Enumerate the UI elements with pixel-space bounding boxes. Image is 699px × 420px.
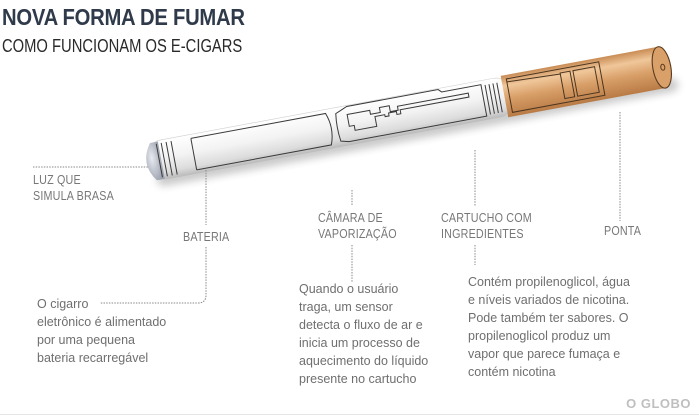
description-line: Quando o usuário bbox=[299, 282, 399, 296]
tip-hole-icon bbox=[660, 63, 666, 71]
label-tip: PONTA bbox=[604, 224, 642, 238]
description-line: aquecimento do líquido bbox=[299, 354, 429, 368]
credit-logo: O GLOBO bbox=[626, 396, 691, 411]
footer-divider bbox=[0, 414, 699, 415]
label-chamber-line1: CÂMARA DE bbox=[318, 211, 383, 225]
page-title: NOVA FORMA DE FUMAR bbox=[2, 4, 245, 30]
cartridge-filter bbox=[500, 46, 672, 118]
label-light-line2: SIMULA BRASA bbox=[33, 189, 114, 203]
cigarette-body bbox=[146, 77, 514, 181]
description-line: eletrônico é alimentado bbox=[37, 315, 167, 329]
page-subtitle: COMO FUNCIONAM OS E-CIGARS bbox=[2, 36, 243, 56]
description-line: propilenoglicol produz um bbox=[468, 329, 611, 343]
description-cartridge: Contém propilenoglicol, água e níveis va… bbox=[468, 273, 630, 381]
description-line: vapor que parece fumaça e bbox=[468, 347, 621, 361]
led-tip-icon bbox=[146, 141, 165, 181]
label-cartridge-line1: CARTUCHO COM bbox=[441, 211, 532, 225]
label-chamber-line2: VAPORIZAÇÃO bbox=[318, 227, 397, 241]
leader-lines bbox=[33, 112, 621, 304]
description-line: contém nicotina bbox=[468, 365, 556, 379]
description-line: bateria recarregável bbox=[37, 351, 149, 365]
label-battery: BATERIA bbox=[183, 230, 230, 244]
description-line: presente no cartucho bbox=[299, 372, 417, 386]
label-light-line1: LUZ QUE bbox=[33, 173, 81, 187]
description-line: O cigarro bbox=[37, 297, 89, 311]
description-line: inicia um processo de bbox=[299, 336, 420, 350]
description-line: traga, um sensor bbox=[299, 300, 393, 314]
description-battery: O cigarro eletrônico é alimentado por um… bbox=[37, 295, 166, 367]
label-cartridge: CARTUCHO COM INGREDIENTES bbox=[441, 210, 532, 242]
description-line: Pode também ter sabores. O bbox=[468, 311, 629, 325]
description-line: Contém propilenoglicol, água bbox=[468, 275, 630, 289]
description-line: por uma pequena bbox=[37, 333, 135, 347]
description-chamber: Quando o usuário traga, um sensor detect… bbox=[299, 280, 428, 388]
description-line: detecta o fluxo de ar e bbox=[299, 318, 423, 332]
label-cartridge-line2: INGREDIENTES bbox=[441, 227, 524, 241]
description-line: e níveis variados de nicotina. bbox=[468, 293, 630, 307]
label-light: LUZ QUE SIMULA BRASA bbox=[33, 172, 114, 204]
label-chamber: CÂMARA DE VAPORIZAÇÃO bbox=[318, 210, 397, 242]
